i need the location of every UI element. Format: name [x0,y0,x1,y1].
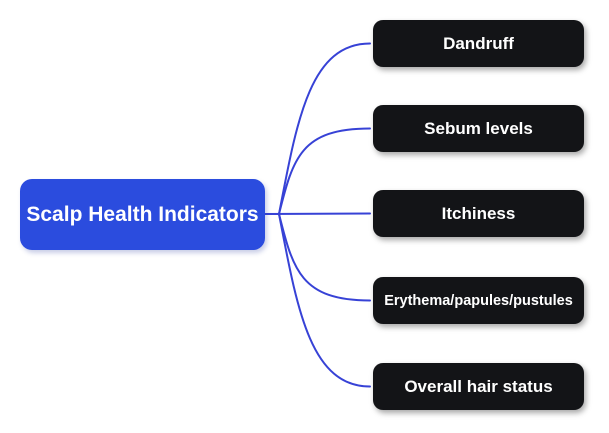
child-node-label: Overall hair status [404,376,553,396]
child-node-sebum-levels[interactable]: Sebum levels [373,105,584,152]
root-node-scalp-health-indicators[interactable]: Scalp Health Indicators [20,179,265,250]
child-node-label: Itchiness [441,203,516,223]
child-node-itchiness[interactable]: Itchiness [373,190,584,237]
connector-dandruff [264,42,371,215]
child-node-label: Sebum levels [424,118,533,138]
child-node-label: Dandruff [443,33,514,53]
root-node-label: Scalp Health Indicators [26,202,259,226]
child-node-dandruff[interactable]: Dandruff [373,20,584,67]
child-node-erythema-papules-pustules[interactable]: Erythema/papules/pustules [373,277,584,324]
connector-overall-hair-status [264,213,371,388]
connector-sebum-levels [264,127,371,215]
connector-itchiness [264,212,371,215]
child-node-label: Erythema/papules/pustules [384,292,573,309]
child-node-overall-hair-status[interactable]: Overall hair status [373,363,584,410]
